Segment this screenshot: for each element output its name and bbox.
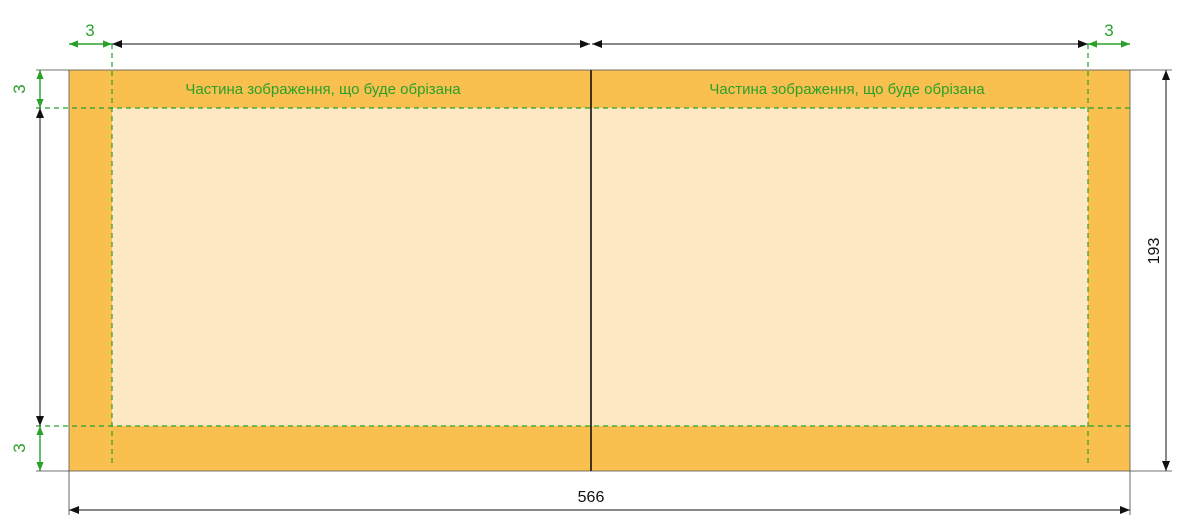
bleed-label-top-left: 3 <box>85 21 94 40</box>
crop-label-left: Частина зображення, що буде обрізана <box>185 81 461 98</box>
trim-area <box>112 108 1088 426</box>
extension-lines <box>36 69 1172 515</box>
trim-guides <box>36 44 1130 466</box>
sheet-outline <box>68 69 1131 472</box>
bleed-label-left-bottom: 3 <box>10 443 29 452</box>
crop-label-right: Частина зображення, що буде обрізана <box>709 81 985 98</box>
bleed-label-left-top: 3 <box>10 84 29 93</box>
total-width-label: 566 <box>578 489 605 506</box>
total-height-label: 193 <box>1146 238 1163 265</box>
bleed-label-top-right: 3 <box>1104 21 1113 40</box>
